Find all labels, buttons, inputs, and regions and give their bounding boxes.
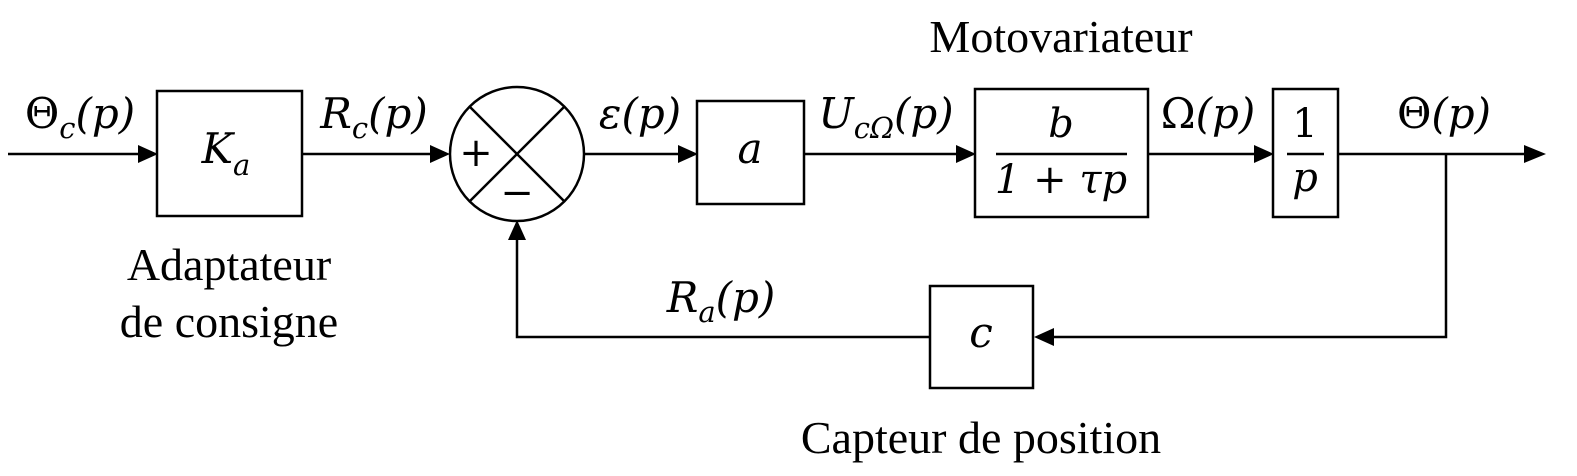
signal-output-label: Θ(p) — [1397, 89, 1491, 138]
signal-error-label: ε(p) — [599, 89, 681, 138]
speed-arrowhead — [1254, 145, 1274, 163]
signal-input-label: Θc(p) — [25, 89, 135, 145]
motor-denominator: 1 + τp — [995, 157, 1127, 203]
feedback-arrowhead-summer — [508, 220, 526, 240]
feedback-arrowhead-sensor — [1034, 328, 1054, 346]
summing-junction — [448, 85, 586, 223]
error-arrowhead — [678, 145, 698, 163]
signal-feedback-label: Ra(p) — [666, 273, 776, 329]
feedback-return-line — [515, 238, 930, 339]
signal-rc-label: Rc(p) — [319, 89, 428, 145]
amplifier-block — [695, 99, 806, 206]
integrator-numerator: 1 — [1292, 101, 1317, 147]
integrator-denominator: p — [1292, 155, 1318, 201]
input-arrowhead — [138, 145, 158, 163]
feedback-branch-line — [1052, 154, 1448, 339]
motor-numerator: b — [1048, 101, 1074, 147]
adapter-block — [155, 89, 304, 218]
sensor-caption: Capteur de position — [801, 412, 1161, 463]
amplifier-gain: a — [737, 124, 762, 173]
adapter-caption-line2: de consigne — [120, 296, 338, 347]
sensor-block — [928, 284, 1035, 390]
motor-caption: Motovariateur — [929, 11, 1192, 62]
adapter-gain: Ka — [201, 124, 251, 182]
signal-voltage-label: UcΩ(p) — [818, 89, 953, 145]
gain-to-summer-arrowhead — [430, 145, 450, 163]
summer-minus-sign: − — [500, 170, 534, 216]
adapter-caption-line1: Adaptateur — [127, 239, 331, 290]
signal-speed-label: Ω(p) — [1161, 89, 1256, 138]
sensor-gain: c — [969, 308, 993, 357]
output-arrowhead — [1524, 145, 1546, 163]
voltage-arrowhead — [956, 145, 976, 163]
summer-plus-sign: + — [459, 130, 493, 176]
